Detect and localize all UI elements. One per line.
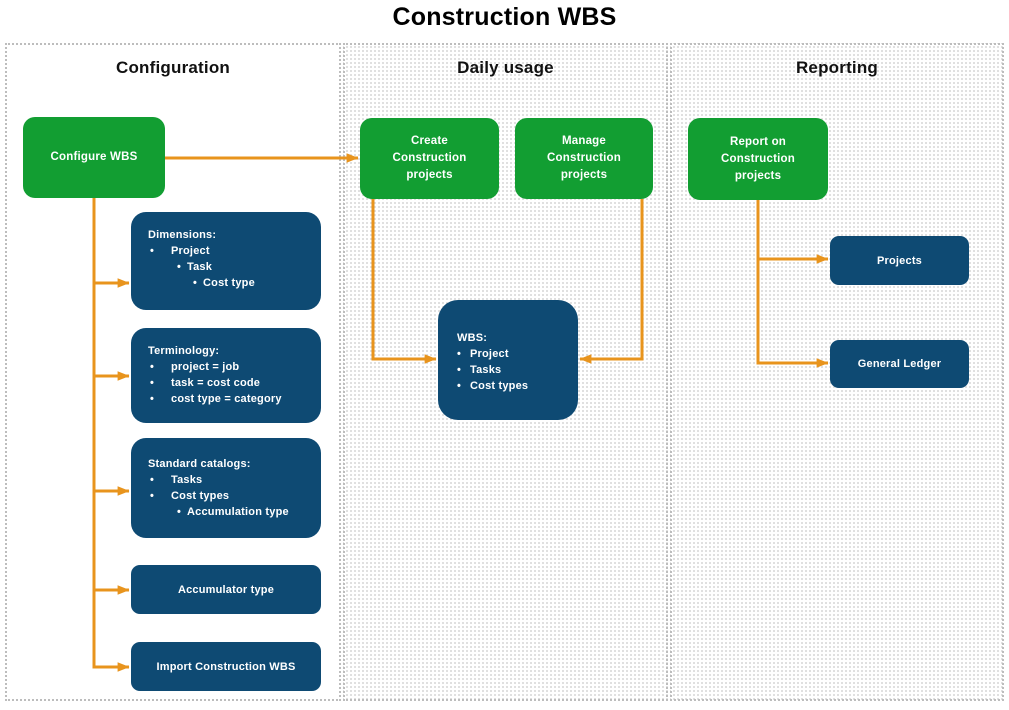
bullet-icon: • <box>457 380 462 392</box>
list-line: •Tasks <box>150 474 203 486</box>
list-line: •Cost types <box>150 490 230 502</box>
node-projects-label: Projects <box>876 254 922 267</box>
panel-header-configuration: Configuration <box>115 58 231 77</box>
node-report-on-construction-projects-label: Report on Construction projects <box>721 135 795 182</box>
list-line: •Cost type <box>193 277 255 289</box>
node-general-ledger-label: General Ledger <box>857 358 942 370</box>
bullet-icon: • <box>150 377 155 389</box>
bullet-icon: • <box>150 245 155 257</box>
page-title: Construction WBS <box>392 3 617 31</box>
list-line: Terminology: <box>148 345 220 357</box>
list-line: •Task <box>177 261 213 273</box>
list-line: •project = job <box>150 361 240 373</box>
list-line: WBS: <box>457 332 488 344</box>
node-manage-construction-projects: Manage Construction projects <box>515 118 653 199</box>
list-line: •task = cost code <box>150 377 261 389</box>
bullet-icon: • <box>177 506 182 518</box>
bullet-icon: • <box>150 490 155 502</box>
node-report-on-construction-projects: Report on Construction projects <box>688 118 828 200</box>
bullet-icon: • <box>150 361 155 373</box>
bullet-icon: • <box>193 277 198 289</box>
bullet-icon: • <box>177 261 182 273</box>
node-accumulator-type-label: Accumulator type <box>177 583 275 596</box>
node-import-construction-wbs-label: Import Construction WBS <box>156 660 296 673</box>
node-create-construction-projects-label: Create Construction projects <box>392 135 467 181</box>
panel-header-daily-usage: Daily usage <box>457 58 554 77</box>
node-accumulator-type: Accumulator type <box>131 565 321 614</box>
list-line: •Accumulation type <box>177 506 289 518</box>
node-create-construction-projects: Create Construction projects <box>360 118 499 199</box>
bullet-icon: • <box>457 364 462 376</box>
node-projects: Projects <box>830 236 969 285</box>
list-line: •Project <box>150 245 210 257</box>
panel-header-reporting: Reporting <box>795 58 879 77</box>
node-import-construction-wbs: Import Construction WBS <box>131 642 321 691</box>
bullet-icon: • <box>457 348 462 360</box>
bullet-icon: • <box>150 474 155 486</box>
node-manage-construction-projects-label: Manage Construction projects <box>547 135 621 181</box>
node-configure-wbs-label: Configure WBS <box>50 151 138 163</box>
node-general-ledger: General Ledger <box>830 340 969 388</box>
node-dimensions: Dimensions: •Project •Task •Cost type <box>131 212 321 310</box>
list-line: •Cost types <box>457 380 529 392</box>
list-line: Dimensions: <box>148 229 217 241</box>
list-line: •cost type = category <box>150 393 282 405</box>
node-wbs: WBS: •Project •Tasks •Cost types <box>438 300 578 420</box>
node-standard-catalogs: Standard catalogs: •Tasks •Cost types •Accu… <box>131 438 321 538</box>
list-line: •Project <box>457 348 509 360</box>
node-configure-wbs: Configure WBS <box>23 117 165 198</box>
bullet-icon: • <box>150 393 155 405</box>
node-terminology: Terminology: •project = job •task = cost c… <box>131 328 321 423</box>
list-line: Standard catalogs: <box>148 458 251 470</box>
list-line: •Tasks <box>457 364 502 376</box>
